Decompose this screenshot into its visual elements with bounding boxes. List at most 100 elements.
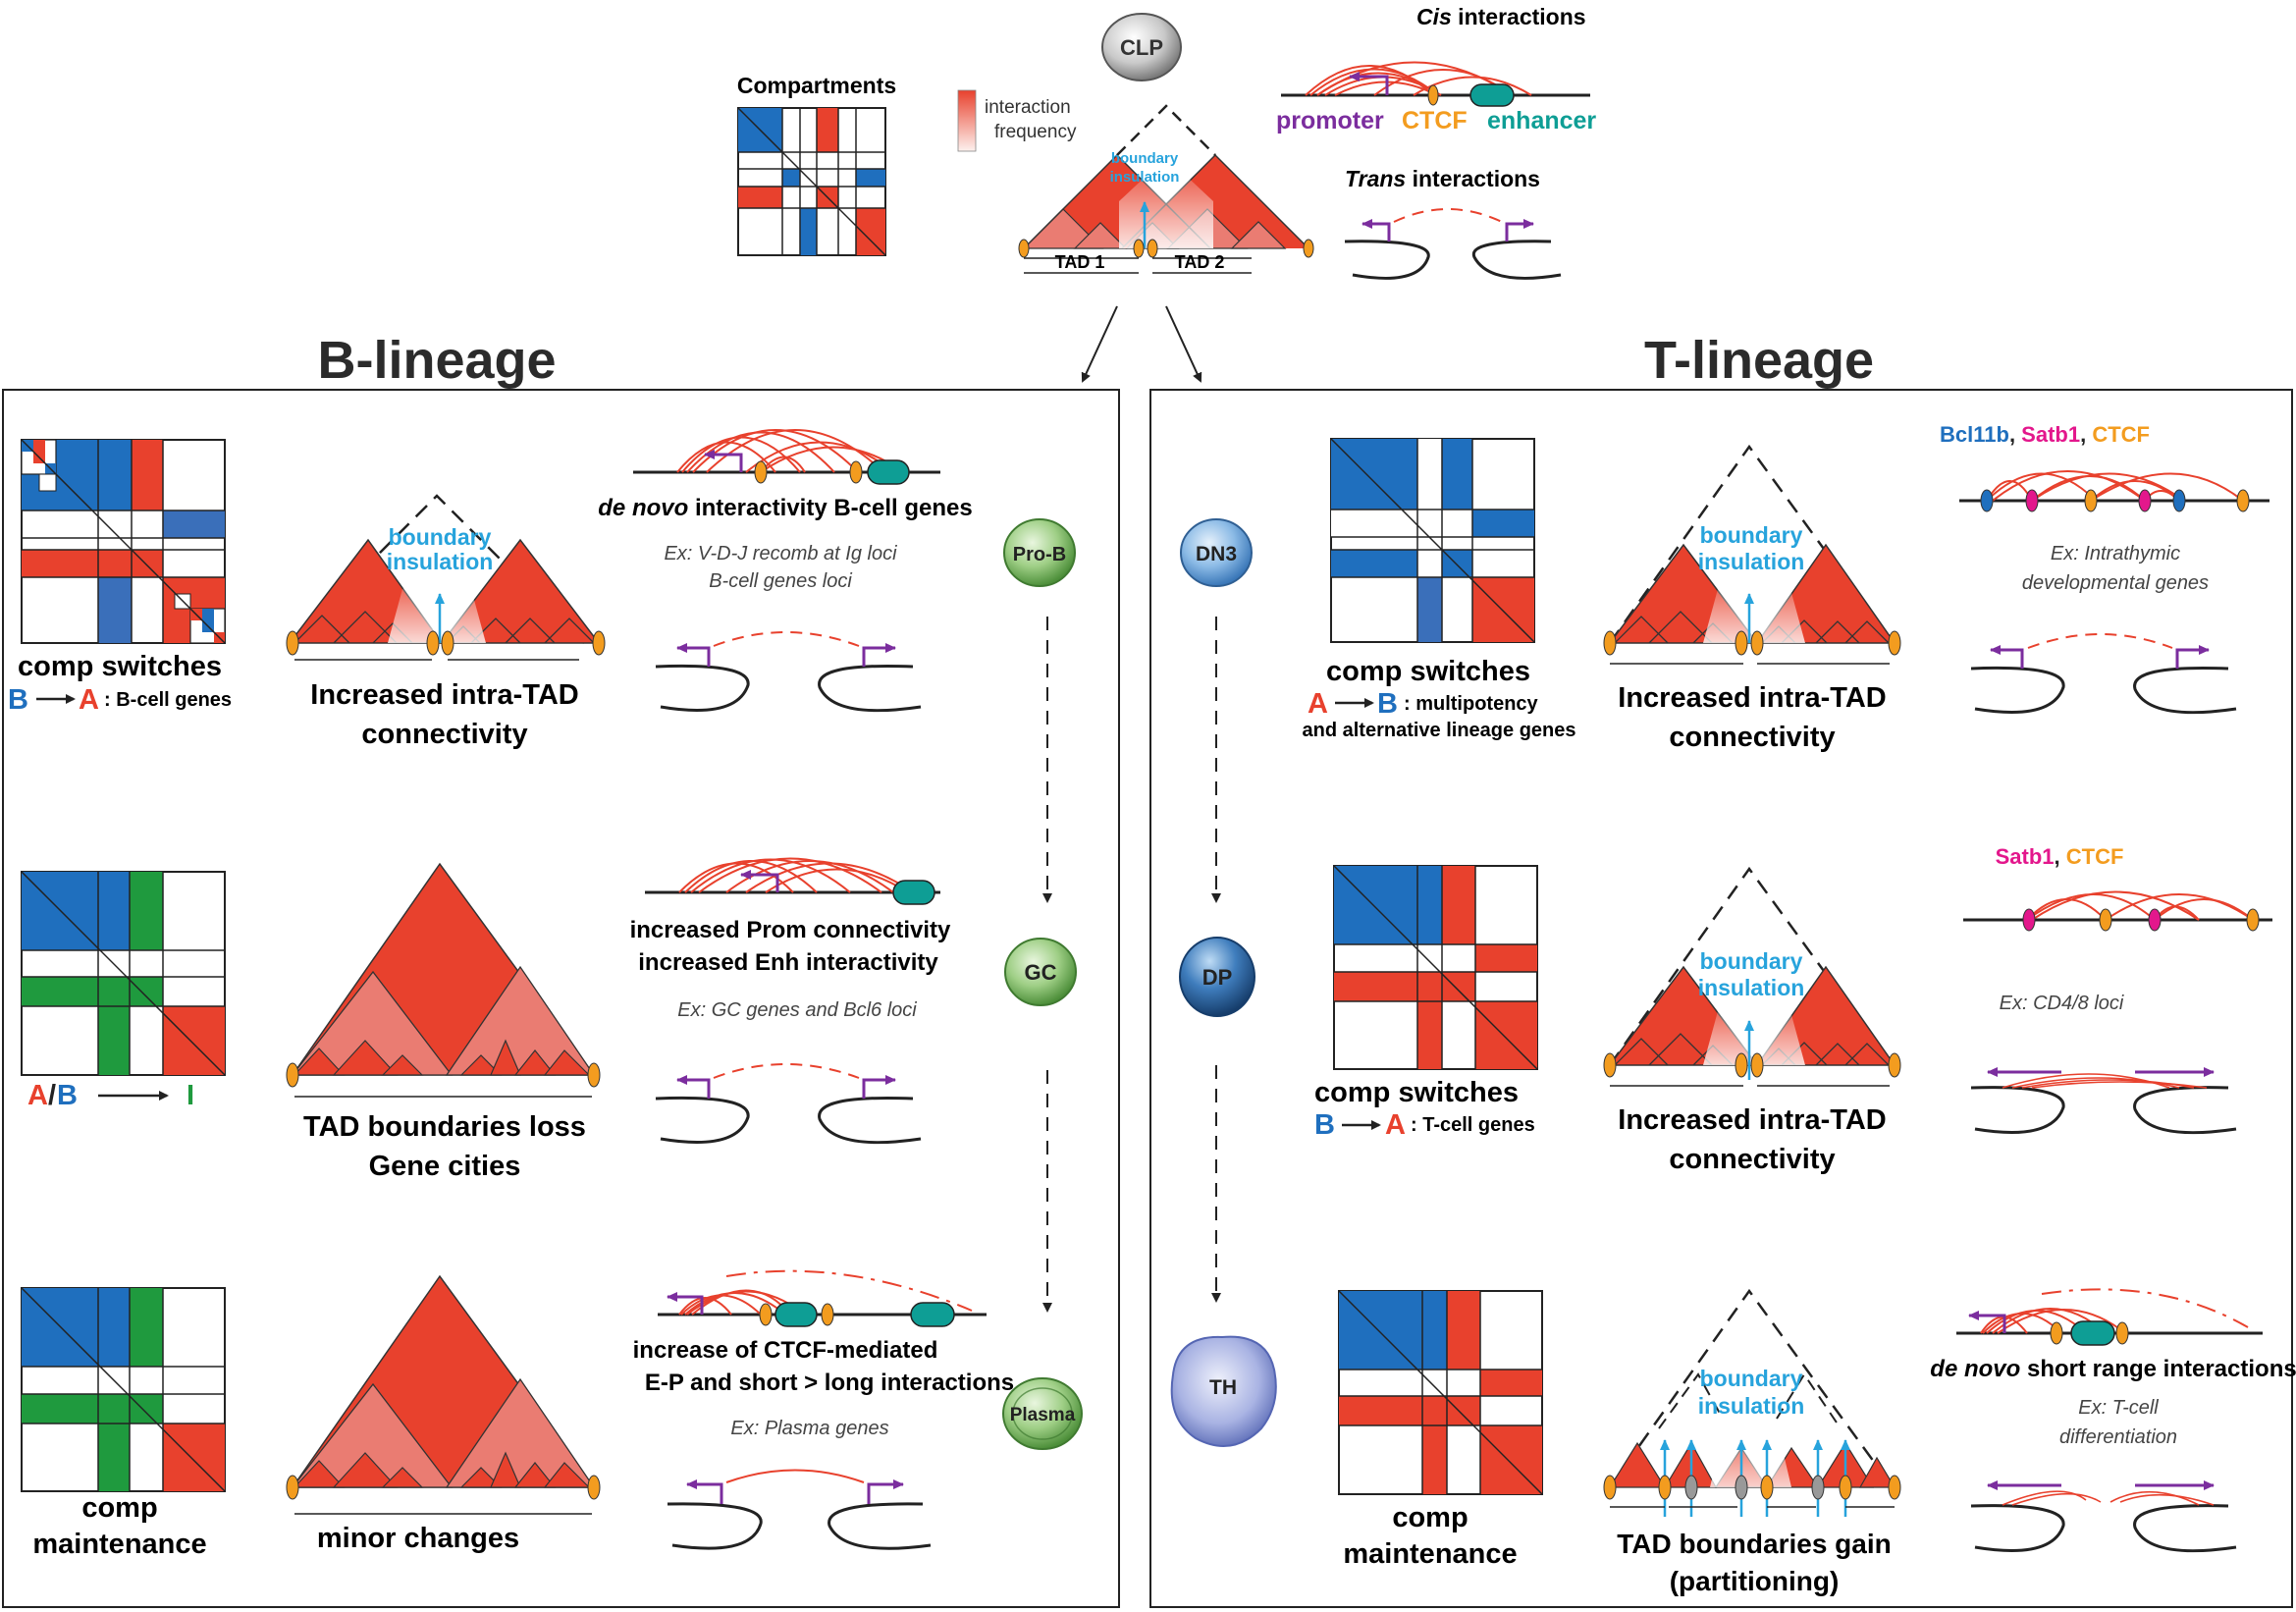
svg-text:B: B: [57, 1080, 78, 1111]
b-row1-cis-diagram: [633, 429, 940, 485]
svg-text:B: B: [8, 684, 28, 716]
promoter-label: promoter: [1276, 107, 1384, 134]
t-row3-tad: boundary insulation: [1603, 1288, 1901, 1517]
b-row3-cis-diagram: [658, 1269, 987, 1327]
b-row1-matrix: [21, 439, 226, 644]
svg-text:/: /: [48, 1080, 56, 1111]
t-row3: comp maintenance boundary insulation: [1338, 1288, 2296, 1596]
svg-text:A: A: [27, 1080, 48, 1111]
t-lineage-panel: [1149, 389, 2293, 1608]
b-row1-example-2: B-cell genes loci: [709, 570, 852, 592]
dp-cell: [1179, 937, 1255, 1017]
b-row1-switch: B A : B-cell genes: [8, 684, 232, 716]
b-row3-comp-label-1: comp: [81, 1492, 157, 1524]
b-row2-tad-caption-1: TAD boundaries loss: [303, 1111, 586, 1143]
b-row1-trans-diagram: [655, 631, 922, 713]
svg-text:A: A: [1385, 1109, 1406, 1141]
b-row1-tad-caption-1: Increased intra-TAD: [310, 679, 578, 711]
b-row2-cis-diagram: [645, 857, 940, 905]
t-row3-matrix: [1338, 1290, 1543, 1495]
tad-diagram-top: boundary insulation TAD 1 TAD 2: [1018, 104, 1314, 274]
b-row2-tad-caption-2: Gene cities: [369, 1151, 521, 1182]
dp-label: DP: [1202, 965, 1233, 990]
t-row3-trans-diagram: [1970, 1480, 2237, 1553]
b-row1: comp switches B A : B-cell genes boundar…: [8, 429, 973, 750]
svg-text:A: A: [1308, 688, 1328, 720]
b-row3-tad-caption-1: minor changes: [317, 1523, 519, 1554]
svg-text:insulation: insulation: [387, 549, 494, 574]
t-row3-interact: de novo short range interactions: [1930, 1356, 2296, 1382]
b-row3-comp-label-2: maintenance: [32, 1529, 206, 1560]
t-row1-comp-label: comp switches: [1326, 656, 1530, 687]
b-row1-interact: de novo interactivity B-cell genes: [598, 495, 972, 521]
tad2-label: TAD 2: [1175, 252, 1225, 272]
svg-text:boundary: boundary: [1700, 948, 1803, 974]
compartments-title: Compartments: [737, 73, 896, 98]
tad1-label: TAD 1: [1055, 252, 1105, 272]
t-cell-progression: DN3 DP TH: [1170, 518, 1277, 1447]
branch-arrow-b: [1081, 305, 1118, 383]
clp-cell: CLP: [1101, 13, 1182, 81]
svg-text:: T-cell genes: : T-cell genes: [1411, 1114, 1535, 1136]
b-row3: comp maintenance minor changes: [21, 1269, 1014, 1560]
b-row1-tad-caption-2: connectivity: [361, 719, 527, 750]
clp-label: CLP: [1120, 35, 1163, 60]
svg-text:B: B: [1314, 1109, 1335, 1141]
svg-text:boundary: boundary: [1700, 1366, 1803, 1391]
b-row2-example-1: Ex: GC genes and Bcl6 loci: [677, 999, 917, 1021]
t-row3-tad-caption-2: (partitioning): [1670, 1566, 1840, 1596]
t-row2-comp-label: comp switches: [1314, 1077, 1519, 1108]
t-row2-tad: boundary insulation: [1603, 866, 1901, 1087]
b-lineage-title: B-lineage: [317, 331, 556, 390]
frequency-label-2: frequency: [994, 122, 1077, 142]
b-row1-tad: boundary insulation: [286, 494, 606, 661]
cis-title: Cis interactions: [1416, 4, 1586, 29]
svg-text:insulation: insulation: [1698, 1393, 1805, 1419]
svg-text:insulation: insulation: [1698, 549, 1805, 574]
svg-text:boundary: boundary: [389, 524, 492, 550]
t-row1-factors: Bcl11b, Satb1, CTCF: [1940, 422, 2150, 447]
top-boundary-label-1: boundary: [1111, 150, 1179, 167]
branch-arrow-t: [1165, 305, 1202, 383]
dn3-cell: [1180, 518, 1253, 587]
b-cell-progression: Pro-B GC Plasma: [1002, 518, 1083, 1450]
b-lineage-panel: [2, 389, 1120, 1608]
t-row2-switch: B A : T-cell genes: [1314, 1109, 1535, 1141]
t-row3-comp-label-1: comp: [1392, 1502, 1468, 1533]
t-lineage-title: T-lineage: [1644, 331, 1874, 390]
t-row1-example-2: developmental genes: [2022, 572, 2209, 594]
t-row1-example-1: Ex: Intrathymic: [2051, 543, 2180, 564]
svg-text:A: A: [79, 684, 99, 716]
b-row3-example-1: Ex: Plasma genes: [730, 1418, 888, 1439]
t-row2-tad-caption-2: connectivity: [1669, 1144, 1835, 1175]
b-row2-interact-1: increased Prom connectivity: [630, 917, 951, 943]
svg-text:insulation: insulation: [1698, 975, 1805, 1000]
top-section: Compartments CLP: [737, 4, 1596, 383]
enhancer-label: enhancer: [1487, 107, 1596, 134]
t-row3-example-1: Ex: T-cell: [2078, 1397, 2159, 1419]
t-row2-factors: Satb1, CTCF: [1996, 844, 2124, 869]
t-row3-comp-label-2: maintenance: [1343, 1538, 1517, 1570]
pro-b-cell: [1003, 518, 1076, 587]
compartment-matrix-top: [737, 107, 886, 256]
svg-text:: B-cell genes: : B-cell genes: [104, 689, 232, 711]
b-row3-interact-1: increase of CTCF-mediated: [633, 1337, 938, 1364]
b-row2-interact-2: increased Enh interactivity: [638, 949, 938, 976]
t-row1-tad: boundary insulation: [1603, 444, 1901, 665]
dn3-label: DN3: [1196, 543, 1237, 565]
th-cell: [1170, 1335, 1277, 1447]
t-row1-tad-caption-2: connectivity: [1669, 722, 1835, 753]
trans-diagram-top: [1344, 208, 1562, 280]
frequency-color-scale: [957, 89, 977, 152]
t-row3-example-2: differentiation: [2059, 1426, 2177, 1448]
t-row2: comp switches B A : T-cell genes boundar…: [1314, 844, 2272, 1175]
t-row3-tad-caption-1: TAD boundaries gain: [1617, 1529, 1892, 1559]
t-row3-cis-diagram: [1956, 1288, 2263, 1346]
t-row1-tad-caption-1: Increased intra-TAD: [1618, 682, 1886, 714]
cis-diagram: [1281, 61, 1590, 107]
b-row2-tad: [286, 862, 601, 1098]
t-row1-matrix: [1330, 438, 1535, 643]
b-row2-matrix: [21, 871, 226, 1076]
b-row1-comp-label: comp switches: [18, 651, 222, 682]
